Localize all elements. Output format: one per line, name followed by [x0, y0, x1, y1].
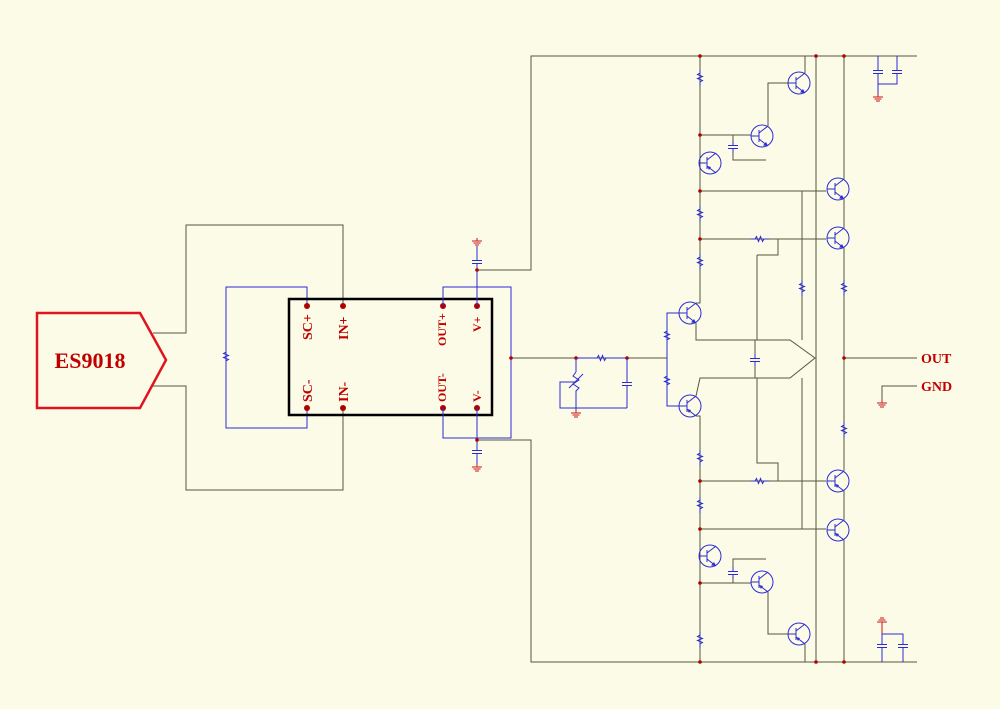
pin-sc-plus: SC+ [301, 314, 316, 340]
es9018-shape [35, 311, 168, 410]
pin-out-minus: OUT- [435, 373, 449, 402]
pin-sc-minus: SC- [301, 379, 316, 402]
es9018-block: ES9018 [35, 311, 168, 410]
input-wiring [153, 224, 344, 491]
pin-in-plus: IN+ [337, 316, 352, 340]
driver-pair [664, 56, 816, 662]
ic-block: SC+ IN+ SC- IN- OUT+ V+ OUT- V- [287, 297, 494, 417]
pin-v-minus: V- [470, 390, 484, 402]
lower-output-stage [697, 358, 850, 664]
out-label: OUT [921, 352, 952, 367]
supply-decoupling [872, 56, 909, 662]
es9018-label: ES9018 [55, 348, 126, 373]
ic-body [287, 297, 494, 417]
pin-in-minus: IN- [337, 381, 352, 402]
gnd-label: GND [921, 380, 952, 395]
output-terminals: OUT GND [842, 352, 952, 408]
offset-network [559, 355, 633, 418]
upper-output-stage [697, 54, 850, 358]
ic-output-wiring [442, 55, 917, 663]
pin-v-plus: V+ [470, 316, 484, 332]
pin-out-plus: OUT+ [435, 313, 449, 346]
